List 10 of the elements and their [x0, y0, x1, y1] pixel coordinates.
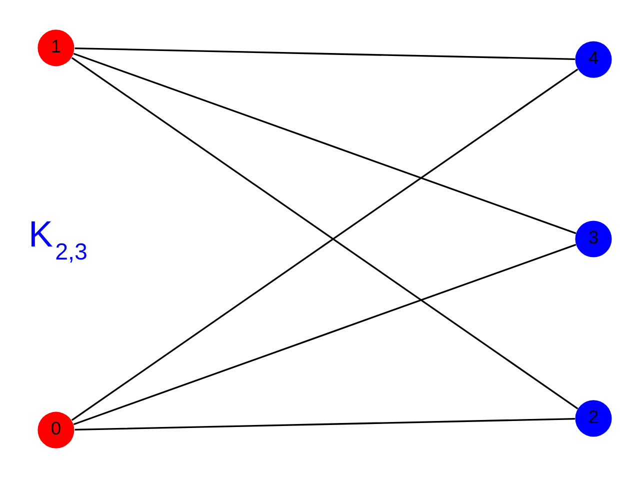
connector	[74, 418, 575, 431]
node-circle: 0	[38, 412, 74, 448]
node-circle: 3	[575, 220, 612, 258]
connector	[73, 52, 576, 234]
node-circle: 2	[575, 400, 612, 437]
node-circle: 1	[38, 30, 74, 66]
connector	[74, 47, 575, 60]
connector	[73, 244, 576, 426]
node-circle: 4	[575, 41, 612, 78]
label: K$_{2,3}$	[28, 214, 88, 265]
